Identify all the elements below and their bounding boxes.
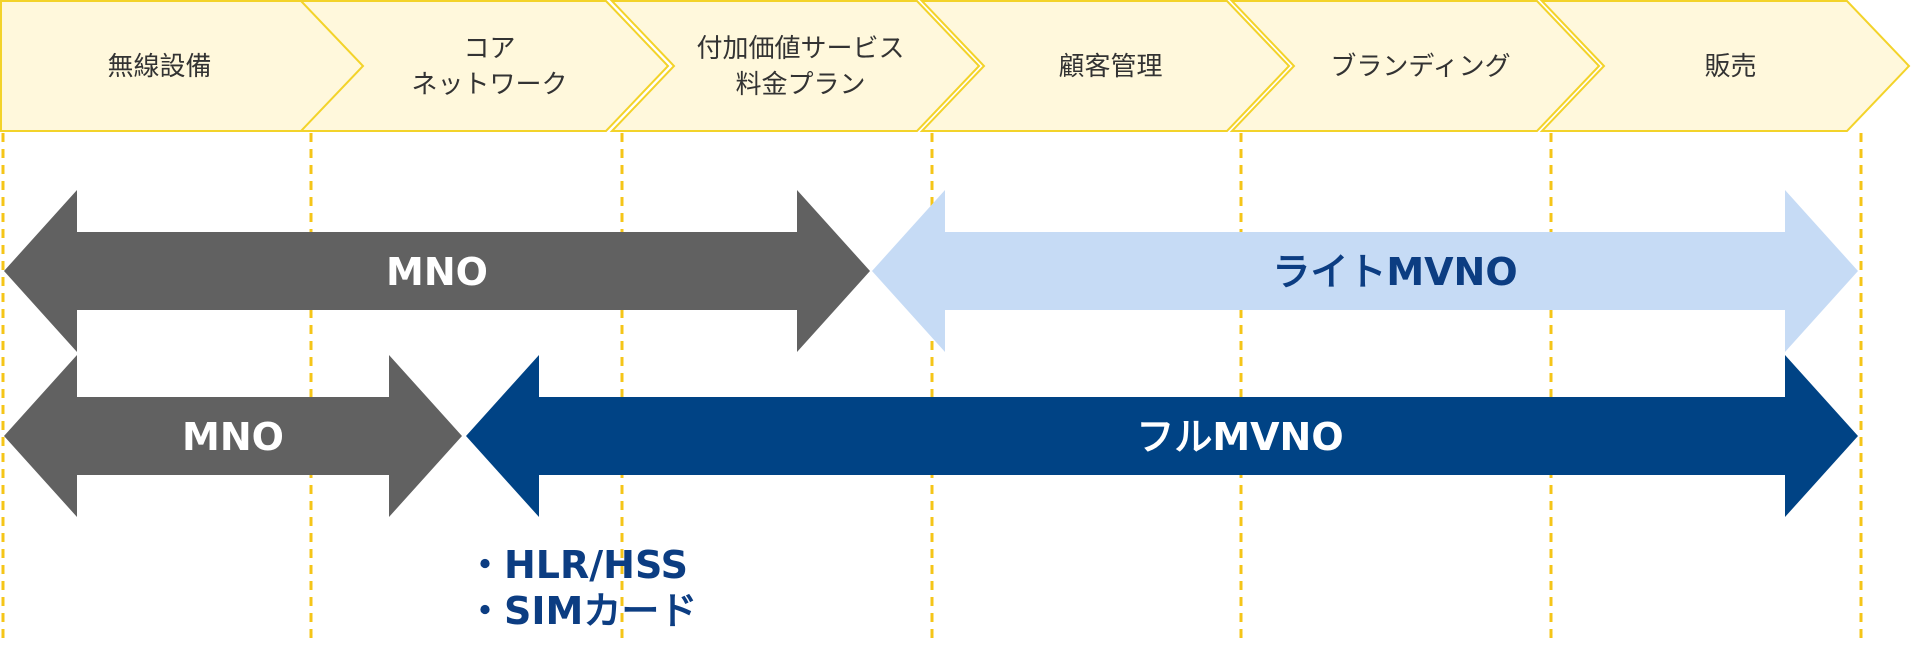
mno-arrow-row1 bbox=[4, 190, 870, 352]
step-label: コア bbox=[463, 34, 515, 64]
full-mvno-arrow bbox=[466, 355, 1858, 517]
mno-label-row2: MNO bbox=[182, 415, 284, 459]
note-item-sim-card: ・SIMカード bbox=[466, 589, 697, 633]
step-label: 料金プラン bbox=[735, 70, 865, 100]
step-label: 顧客管理 bbox=[1058, 52, 1162, 82]
note-item-hlr-hss: ・HLR/HSS bbox=[466, 543, 688, 587]
light-mvno-label: ライトMVNO bbox=[1272, 250, 1517, 294]
step-label: 販売 bbox=[1704, 52, 1756, 82]
full-mvno-note: ・HLR/HSS ・SIMカード bbox=[466, 543, 697, 633]
step-label: ブランディング bbox=[1330, 52, 1510, 82]
step-label: 無線設備 bbox=[107, 52, 211, 82]
mno-arrow-row2 bbox=[4, 355, 462, 517]
full-mvno-label: フルMVNO bbox=[1136, 415, 1343, 459]
step-chevron bbox=[609, 0, 981, 132]
step-chevron bbox=[919, 0, 1291, 132]
mno-label-row1: MNO bbox=[386, 250, 488, 294]
light-mvno-arrow bbox=[872, 190, 1858, 352]
step-chevron bbox=[1229, 0, 1601, 132]
step-label: ネットワーク bbox=[411, 70, 567, 100]
step-chevron bbox=[1539, 0, 1911, 132]
step-chevron bbox=[298, 0, 670, 132]
step-label: 付加価値サービス bbox=[696, 34, 904, 64]
